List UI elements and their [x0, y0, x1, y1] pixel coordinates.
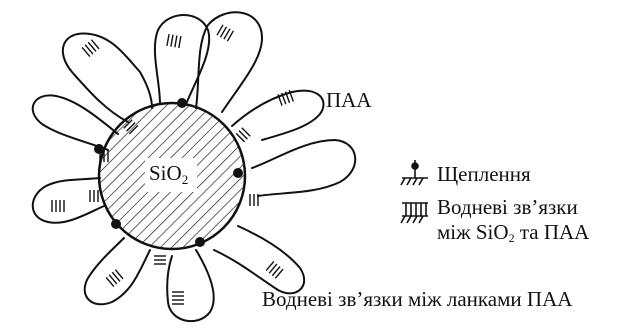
graft-point — [111, 219, 121, 229]
graft-point — [233, 168, 243, 178]
polymer-loop-left-upper — [33, 95, 118, 150]
sio2-label: SiO2 — [149, 163, 188, 186]
hbond-surface-band — [236, 128, 250, 142]
bottom-hbond-label: Водневі зв’язки між ланками ПАА — [262, 289, 572, 310]
legend-hbond-pre: між SiO — [437, 220, 509, 244]
legend-hbond-label-line2: між SiO2 та ПАА — [437, 222, 589, 244]
hbond-band — [217, 25, 233, 41]
sio2-label-main: SiO — [149, 161, 182, 185]
graft-point — [94, 144, 104, 154]
polymer-label: ПАА — [326, 90, 372, 111]
hbond-band — [266, 261, 283, 278]
legend-hbond-post: та ПАА — [515, 220, 590, 244]
polymer-loop-top-left — [63, 34, 152, 122]
polymer-loop-top — [155, 15, 209, 104]
polymer-loop-bottom-right — [214, 226, 304, 293]
polymer-loop-bottom — [167, 250, 214, 321]
hbond-band — [106, 270, 123, 287]
graft-point — [177, 98, 187, 108]
hbond-band — [172, 292, 184, 304]
hbond-surface-band — [90, 190, 98, 202]
legend-hbond-label-line1: Водневі зв’язки — [437, 197, 578, 218]
hbond-surface-band — [154, 256, 166, 264]
polymer-loop-top-right — [196, 12, 262, 112]
legend-crosslink-label: Щеплення — [437, 164, 531, 185]
sio2-label-sub: 2 — [182, 172, 189, 187]
legend-hbond-icon — [401, 203, 428, 223]
graft-point — [195, 237, 205, 247]
hbond-band — [52, 200, 64, 212]
hbond-band — [167, 34, 181, 48]
hbond-band — [82, 40, 99, 57]
polymer-loop-right — [252, 140, 355, 196]
hbond-surface-band — [250, 194, 258, 206]
legend-crosslink-icon — [401, 160, 428, 185]
